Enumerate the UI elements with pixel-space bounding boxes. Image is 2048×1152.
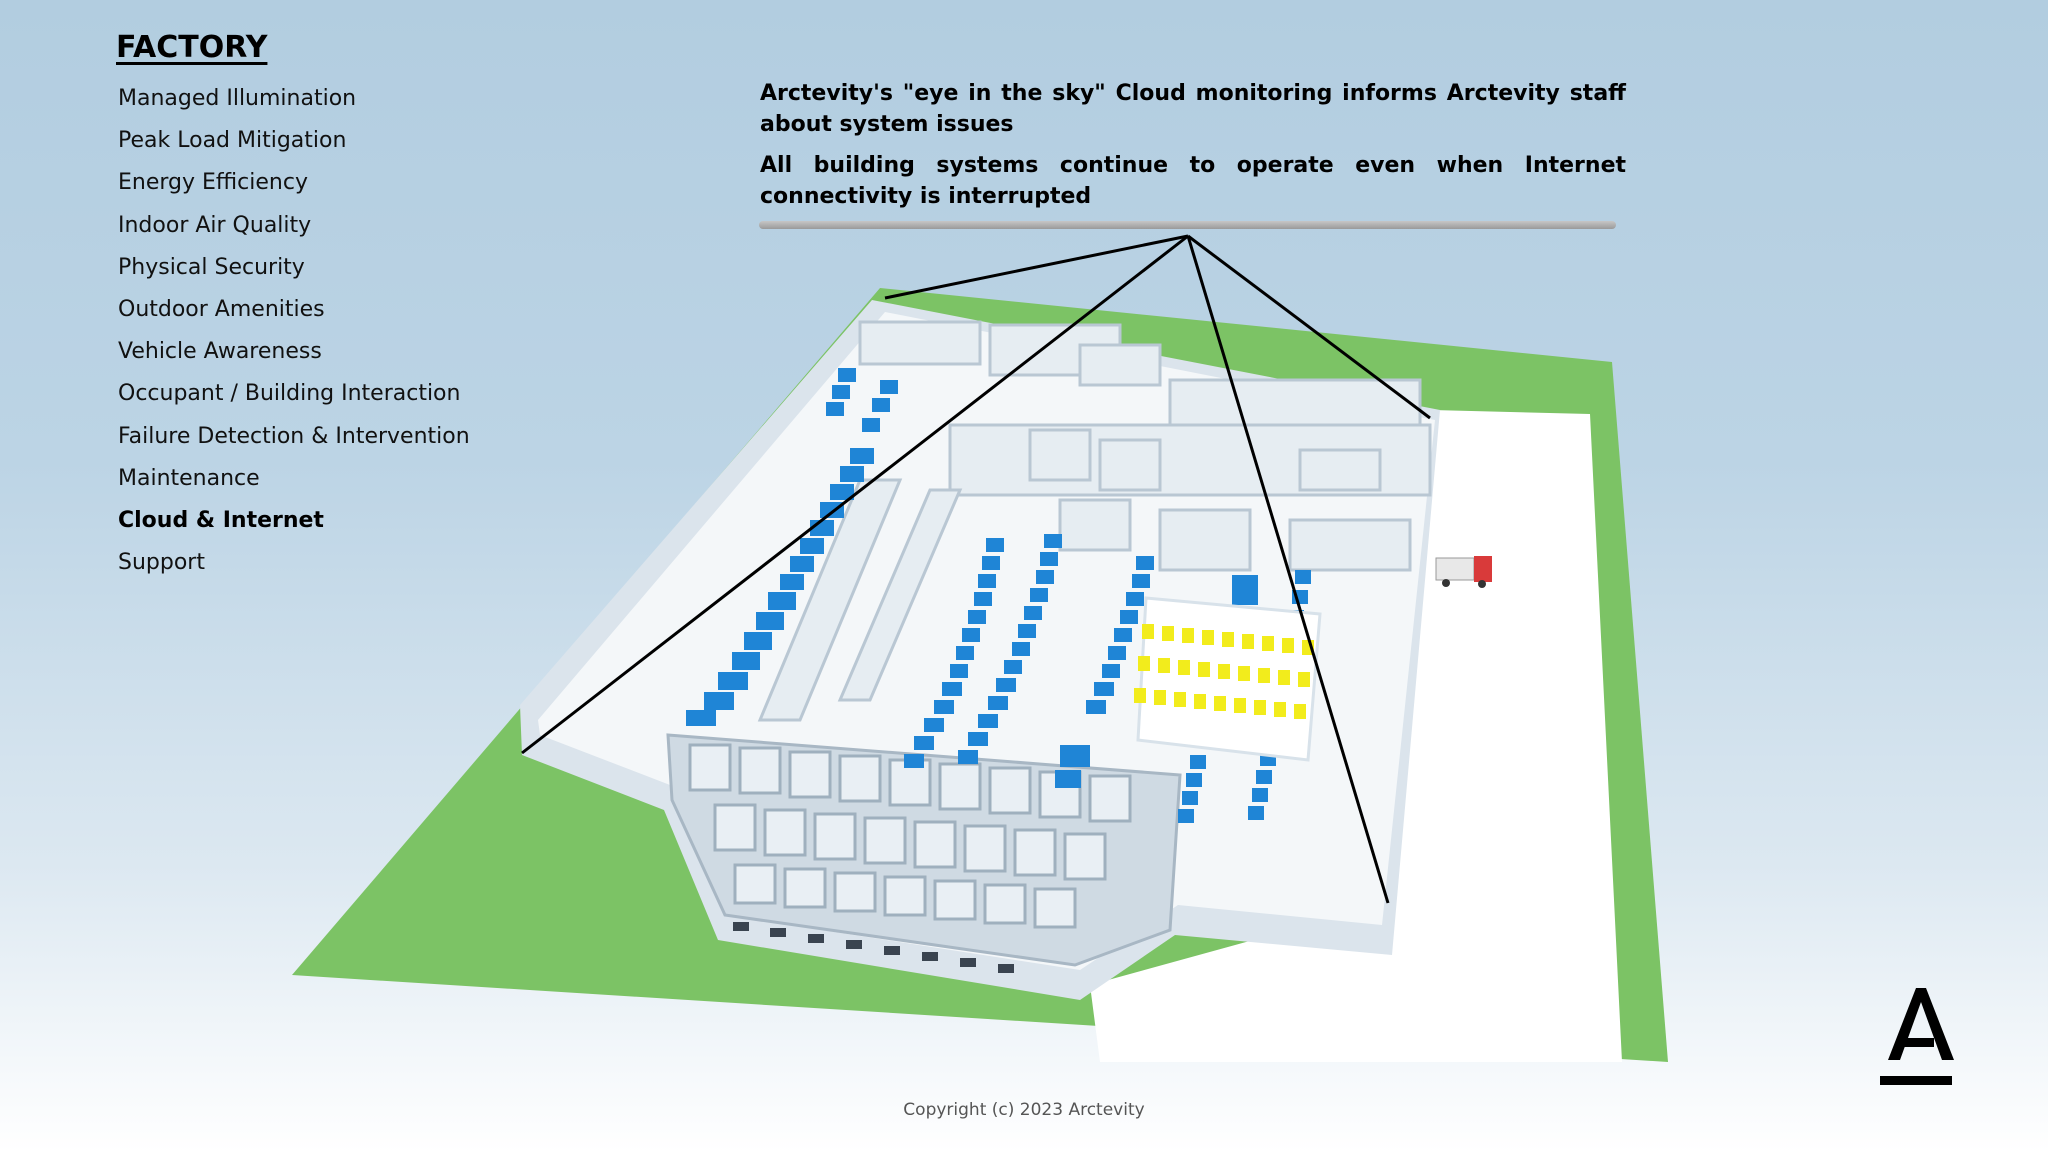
info-line-monitoring: Arctevity's "eye in the sky" Cloud monit… xyxy=(760,81,1626,137)
menu-item-physical-security[interactable]: Physical Security xyxy=(118,254,305,280)
menu-item-managed-illumination[interactable]: Managed Illumination xyxy=(118,86,357,111)
menu-item-maintenance[interactable]: Maintenance xyxy=(118,465,260,491)
info-line-connectivity: All building systems continue to operate… xyxy=(760,153,1626,209)
menu-item-vehicle-awareness[interactable]: Vehicle Awareness xyxy=(118,339,322,365)
menu-item-failure-detection[interactable]: Failure Detection & Intervention xyxy=(118,423,470,449)
windows xyxy=(733,922,1014,973)
copyright-footer: Copyright (c) 2023 Arctevity xyxy=(903,1100,1145,1120)
yellow-equipment xyxy=(1134,624,1314,719)
menu-item-peak-load-mitigation[interactable]: Peak Load Mitigation xyxy=(118,128,347,154)
menu-item-energy-efficiency[interactable]: Energy Efficiency xyxy=(118,170,308,196)
truck-icon xyxy=(1435,556,1492,588)
info-divider xyxy=(759,221,1616,229)
blue-equipment-columns xyxy=(904,534,1311,823)
menu-item-cloud-internet[interactable]: Cloud & Internet xyxy=(118,507,324,533)
menu-item-occupant-building-interaction[interactable]: Occupant / Building Interaction xyxy=(118,381,461,407)
menu-item-support[interactable]: Support xyxy=(118,550,205,576)
office-rooms xyxy=(688,743,1132,929)
menu-item-indoor-air-quality[interactable]: Indoor Air Quality xyxy=(118,212,312,238)
menu-item-outdoor-amenities[interactable]: Outdoor Amenities xyxy=(118,296,325,322)
arctevity-logo-icon xyxy=(1880,988,1954,1085)
feature-menu: FACTORY Managed Illumination Peak Load M… xyxy=(116,28,536,584)
info-panel: Arctevity's "eye in the sky" Cloud monit… xyxy=(760,78,1626,222)
interior-walls xyxy=(757,320,1432,722)
menu-title: FACTORY xyxy=(116,30,268,65)
menu-list: Managed Illumination Peak Load Mitigatio… xyxy=(116,78,536,584)
monitoring-lines xyxy=(521,234,1431,904)
